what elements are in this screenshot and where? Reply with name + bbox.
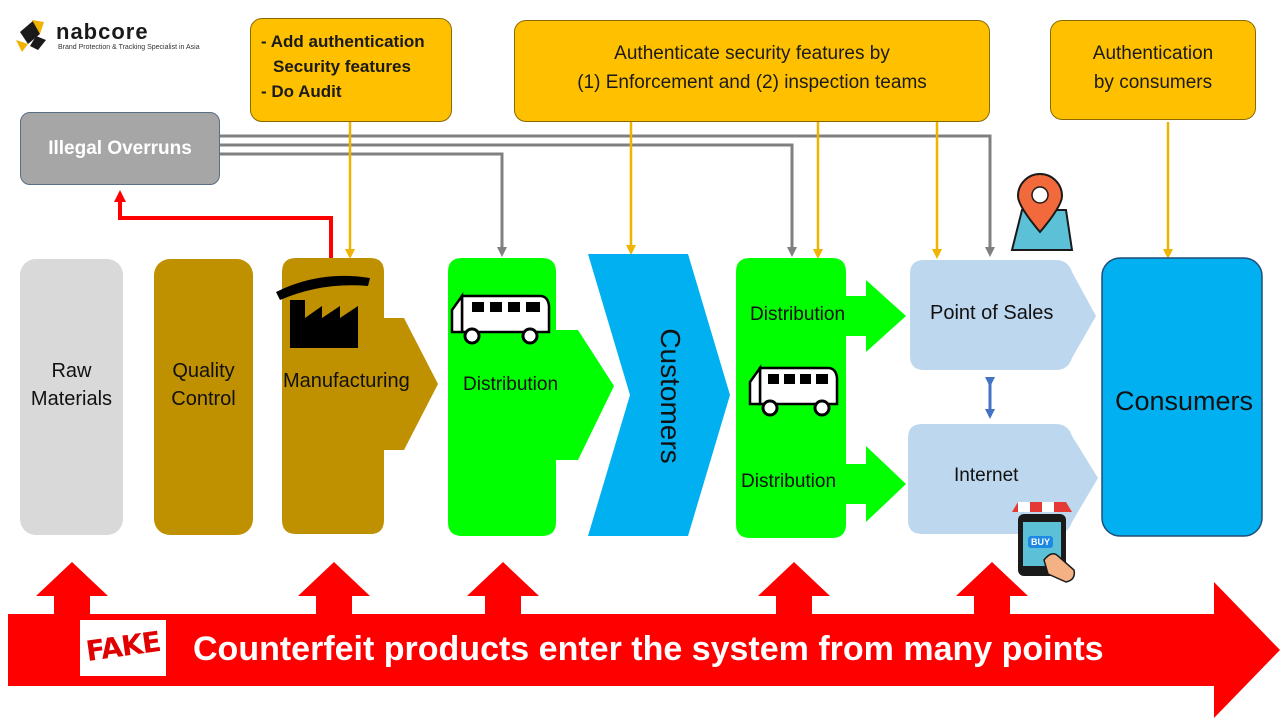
quality-control-stage: Quality Control [154, 259, 253, 535]
raw-materials-label: Materials [30, 388, 113, 410]
note-line: - Do Audit [261, 82, 342, 101]
van-icon [450, 292, 551, 345]
nabcore-logo-icon [16, 20, 46, 52]
note-line: - Add authentication [261, 32, 425, 51]
counterfeit-banner-arrow [8, 582, 1280, 718]
internet-label: Internet [954, 465, 1019, 486]
authentication-arrows [345, 122, 1173, 259]
factory-icon [276, 275, 370, 348]
distribution-1-label: Distribution [463, 374, 559, 395]
consumers-shape [1101, 257, 1263, 537]
note-add-authentication: - Add authentication Security features -… [250, 18, 452, 122]
raw-materials-stage: Raw Materials [20, 259, 123, 535]
van-icon [748, 364, 839, 417]
customers-chevron [588, 254, 730, 536]
note-line: (1) Enforcement and (2) inspection teams [577, 72, 927, 93]
manufacturing-label: Manufacturing [283, 370, 410, 392]
point-of-sales-shape [910, 260, 1096, 370]
buy-badge: BUY [1028, 536, 1054, 548]
consumers-label: Consumers [1114, 386, 1254, 416]
note-line: by consumers [1093, 72, 1213, 93]
distribution-2b-label: Distribution [741, 471, 837, 492]
note-line: Authenticate security features by [614, 43, 890, 64]
raw-materials-label: Raw [51, 360, 92, 382]
note-line: Authentication [1092, 43, 1214, 64]
note-enforcement-inspection: Authenticate security features by (1) En… [514, 20, 990, 122]
overrun-lines [220, 134, 995, 257]
counterfeit-banner-text: Counterfeit products enter the system fr… [193, 630, 1104, 668]
manufacturing-shape [282, 258, 438, 534]
illegal-overruns-box: Illegal Overruns [20, 112, 220, 185]
illegal-overruns-label: Illegal Overruns [48, 137, 192, 159]
point-of-sales-label: Point of Sales [930, 302, 1054, 324]
map-pin-icon [1010, 173, 1074, 251]
quality-control-label: Quality [172, 360, 235, 382]
counterfeit-entry-arrows [36, 562, 1028, 614]
fake-stamp [80, 620, 166, 676]
logo-tagline: Brand Protection & Tracking Specialist i… [58, 44, 200, 51]
note-line: Security features [273, 57, 411, 76]
overrun-red-arrow [114, 190, 333, 258]
note-authentication-consumers: Authentication by consumers [1050, 20, 1256, 120]
logo-name: nabcore [56, 19, 149, 44]
customers-label: Customers [655, 328, 686, 464]
distribution-2a-label: Distribution [750, 304, 846, 325]
quality-control-label: Control [171, 388, 236, 410]
